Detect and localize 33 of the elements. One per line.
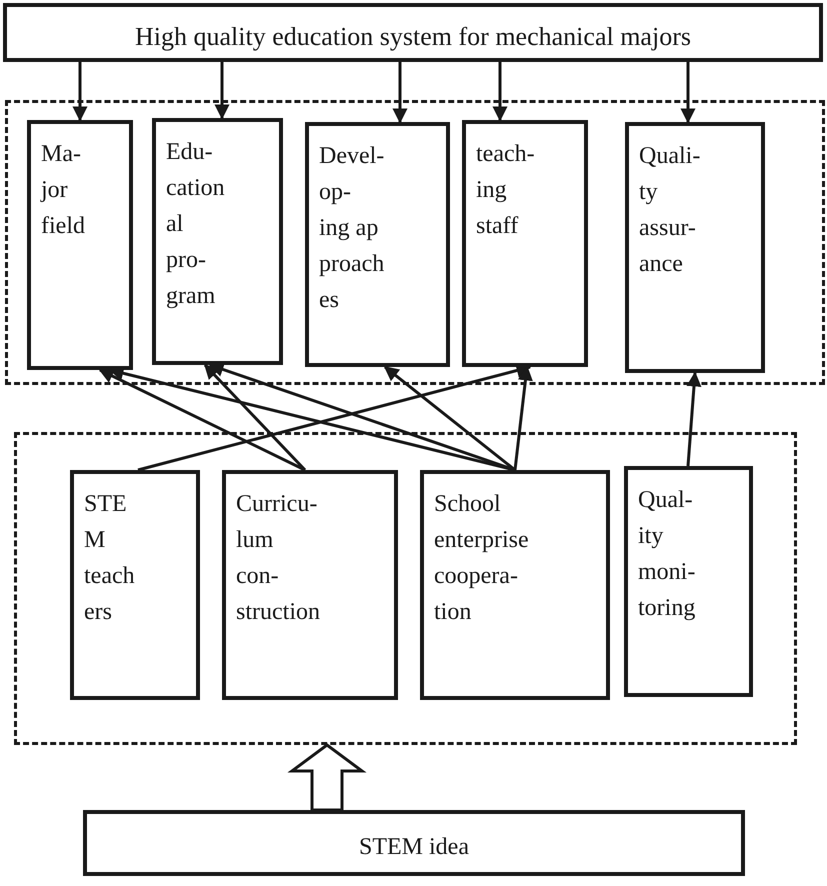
arrow (392, 62, 408, 124)
hollow-block-arrow (287, 743, 367, 812)
box-label: STE M teach ers (84, 490, 135, 627)
dashed-group-box (5, 100, 825, 385)
process-box (27, 120, 133, 370)
box-label: STEM idea (358, 833, 470, 862)
box-label: Devel- op- ing ap proach es (319, 142, 384, 315)
arrow (214, 62, 230, 120)
box-label: Quali- ty assur- ance (639, 142, 700, 279)
process-box (624, 466, 753, 697)
box-label: Qual- ity moni- toring (638, 486, 696, 623)
process-box (83, 810, 745, 876)
box-label: Edu- cation al pro- gram (166, 138, 225, 311)
box-label: High quality education system for mechanical majors (134, 21, 692, 53)
arrow (204, 364, 306, 472)
process-box (305, 122, 450, 367)
dashed-group-box (14, 432, 797, 745)
process-box (420, 470, 610, 700)
arrow (492, 62, 508, 122)
process-box (222, 470, 398, 700)
arrow (98, 368, 306, 472)
arrow (72, 62, 88, 122)
process-box (462, 120, 588, 367)
arrow (680, 62, 696, 124)
box-label: Ma- jor field (41, 140, 85, 241)
process-box (70, 470, 200, 700)
process-box (625, 122, 765, 373)
box-label: teach- ing staff (476, 140, 535, 241)
process-box (152, 118, 283, 365)
arrow (686, 372, 702, 466)
process-box (3, 3, 823, 62)
box-label: Curricu- lum con- struction (236, 490, 320, 627)
box-label: School enterprise coopera- tion (434, 490, 529, 627)
